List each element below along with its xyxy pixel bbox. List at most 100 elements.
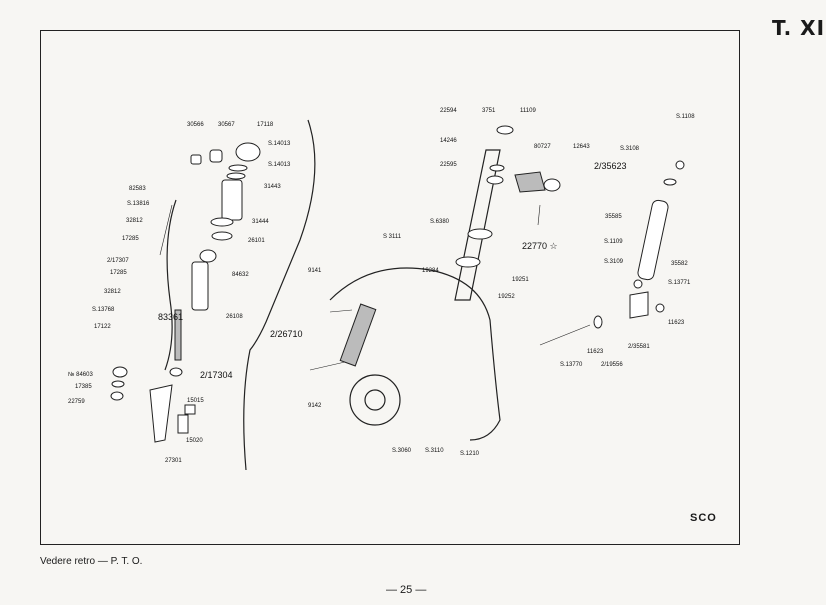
label-17118: 17118 [257, 122, 274, 128]
label-17122: 17122 [94, 324, 111, 330]
label-s1109: S.1109 [604, 239, 623, 245]
group-divider [243, 119, 316, 471]
label-s6380: S.6380 [430, 219, 450, 225]
wheel-hub-inner [364, 389, 386, 411]
label-2-35581: 2/35581 [628, 344, 650, 350]
label-11623b: 11623 [587, 349, 604, 355]
label-15020: 15020 [186, 438, 203, 444]
label-31443: 31443 [264, 184, 281, 190]
label-19284: 19284 [422, 268, 439, 274]
label-14246: 14246 [440, 138, 457, 144]
label-31444: 31444 [252, 219, 269, 225]
label-26101: 26101 [248, 238, 265, 244]
group-divider-left [164, 199, 177, 371]
label-17285a: 17285 [122, 236, 139, 242]
label-2-19556: 2/19556 [601, 362, 623, 368]
label-s1210: S.1210 [460, 451, 480, 457]
ring-12643 [543, 178, 561, 192]
ring-31444 [210, 217, 234, 227]
washer-11623b [593, 315, 603, 329]
label-15015: 15015 [187, 398, 204, 404]
label-22595: 22595 [440, 162, 457, 168]
rod-s13770 [539, 324, 591, 346]
label-26108: 26108 [226, 314, 243, 320]
wheel-hub [349, 374, 401, 426]
spring-35585 [637, 199, 669, 281]
label-27301: 27301 [165, 458, 182, 464]
bolt-9142 [309, 361, 346, 371]
label-82583: 82583 [129, 186, 146, 192]
label-84632: 84632 [232, 272, 249, 278]
screw-22770 [537, 204, 541, 226]
ring-26101 [211, 231, 233, 241]
steering-tube [454, 149, 501, 301]
footer-note: Vedere retro — P. T. O. [40, 556, 143, 567]
label-30567: 30567 [218, 122, 235, 128]
label-17385: 17385 [75, 384, 92, 390]
label-17285b: 17285 [110, 270, 127, 276]
diagram-frame [40, 30, 740, 545]
fork-leg-27301 [149, 384, 173, 443]
label-35585: 35585 [605, 214, 622, 220]
label-22594: 22594 [440, 108, 457, 114]
bearing-19251 [467, 228, 493, 240]
label-19251: 19251 [512, 277, 529, 283]
label-30566: 30566 [187, 122, 204, 128]
washer-11623a [655, 303, 665, 313]
label-s13771: S.13771 [668, 280, 691, 286]
label-3751: 3751 [482, 108, 496, 114]
spring-84632 [199, 249, 217, 263]
lever-80727 [514, 171, 546, 193]
cap-17118 [235, 142, 261, 162]
label-11623a: 11623 [668, 320, 685, 326]
tube-26108 [191, 261, 209, 311]
nut-30567 [209, 149, 223, 163]
label-12643: 12643 [573, 144, 590, 150]
washer-s14013a [228, 164, 248, 172]
label-s3110: S.3110 [425, 448, 444, 454]
label-19252: 19252 [498, 294, 515, 300]
bearing-19284 [455, 256, 481, 268]
label-s14013b: S.14013 [268, 162, 291, 168]
bearing-22595 [486, 175, 504, 185]
ring-14246 [489, 164, 505, 172]
washer-22759 [110, 391, 124, 401]
label-s3109: S.3109 [604, 259, 624, 265]
washer-s14013b [226, 172, 246, 180]
label-s1108: S.1108 [676, 114, 695, 120]
label-s13770: S.13770 [560, 362, 583, 368]
rod-82583 [159, 204, 173, 256]
label-s3060: S.3060 [392, 448, 412, 454]
pin-15020 [177, 414, 189, 434]
label-35582: 35582 [671, 261, 688, 267]
corner-fragment: SCO [690, 512, 717, 524]
label-11109: 11109 [520, 108, 536, 114]
label-2-35623: 2/35623 [594, 161, 627, 171]
shock-absorber [339, 303, 377, 367]
mudguard-outline [329, 267, 501, 441]
label-9142: 9142 [308, 403, 322, 409]
label-22759: 22759 [68, 399, 85, 405]
label-s13816: S.13816 [127, 201, 150, 207]
label-22770: 22770 ☆ [522, 241, 558, 251]
label-32812a: 32812 [126, 218, 143, 224]
label-2-17304: 2/17304 [200, 370, 233, 380]
label-s14013a: S.14013 [268, 141, 291, 147]
label-s3108: S.3108 [620, 146, 640, 152]
label-32812b: 32812 [104, 289, 121, 295]
nut-22594 [496, 125, 514, 135]
washer-17385 [111, 380, 125, 388]
rod-83361 [174, 309, 182, 361]
nut-17304 [169, 367, 183, 377]
bracket-2-35581 [629, 291, 649, 319]
label-2-17307: 2/17307 [107, 258, 129, 264]
nut-s1108 [675, 160, 685, 170]
label-84603: № 84603 [68, 371, 93, 378]
label-9141: 9141 [308, 268, 322, 274]
nut-s3109 [633, 279, 643, 289]
nut-30566 [190, 154, 202, 165]
label-83361: 83361 [158, 312, 183, 322]
label-s13768: S.13768 [92, 307, 115, 313]
